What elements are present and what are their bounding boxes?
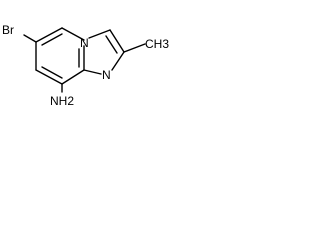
bond-c5-n4: [61, 27, 85, 41]
atom-label-ring-nitrogen: N: [102, 68, 111, 82]
bond-c6-br: [23, 34, 37, 43]
atom-label-bridgehead-nitrogen: N: [80, 36, 89, 50]
atom-label-methyl: CH3: [145, 37, 169, 51]
bond-c8a-c8: [61, 69, 85, 85]
bond-c2-methyl: [123, 43, 146, 53]
double-bond-c6-c5: [41, 33, 63, 46]
bond-n1-c8a: [83, 69, 102, 75]
bond-c2-n1: [111, 51, 125, 71]
bond-c3-c2: [109, 29, 125, 53]
bond-n4-c3: [88, 29, 111, 39]
atom-label-bromine: Br: [2, 23, 14, 37]
bond-c6-c5: [35, 27, 63, 43]
double-bond-c3-c2: [105, 35, 118, 54]
bond-c8-c7: [35, 69, 63, 85]
atom-label-amine: NH2: [50, 94, 74, 108]
molecule-structure: Br N N CH3 NH2: [2, 23, 169, 108]
double-bond-c8-c7: [41, 66, 63, 79]
